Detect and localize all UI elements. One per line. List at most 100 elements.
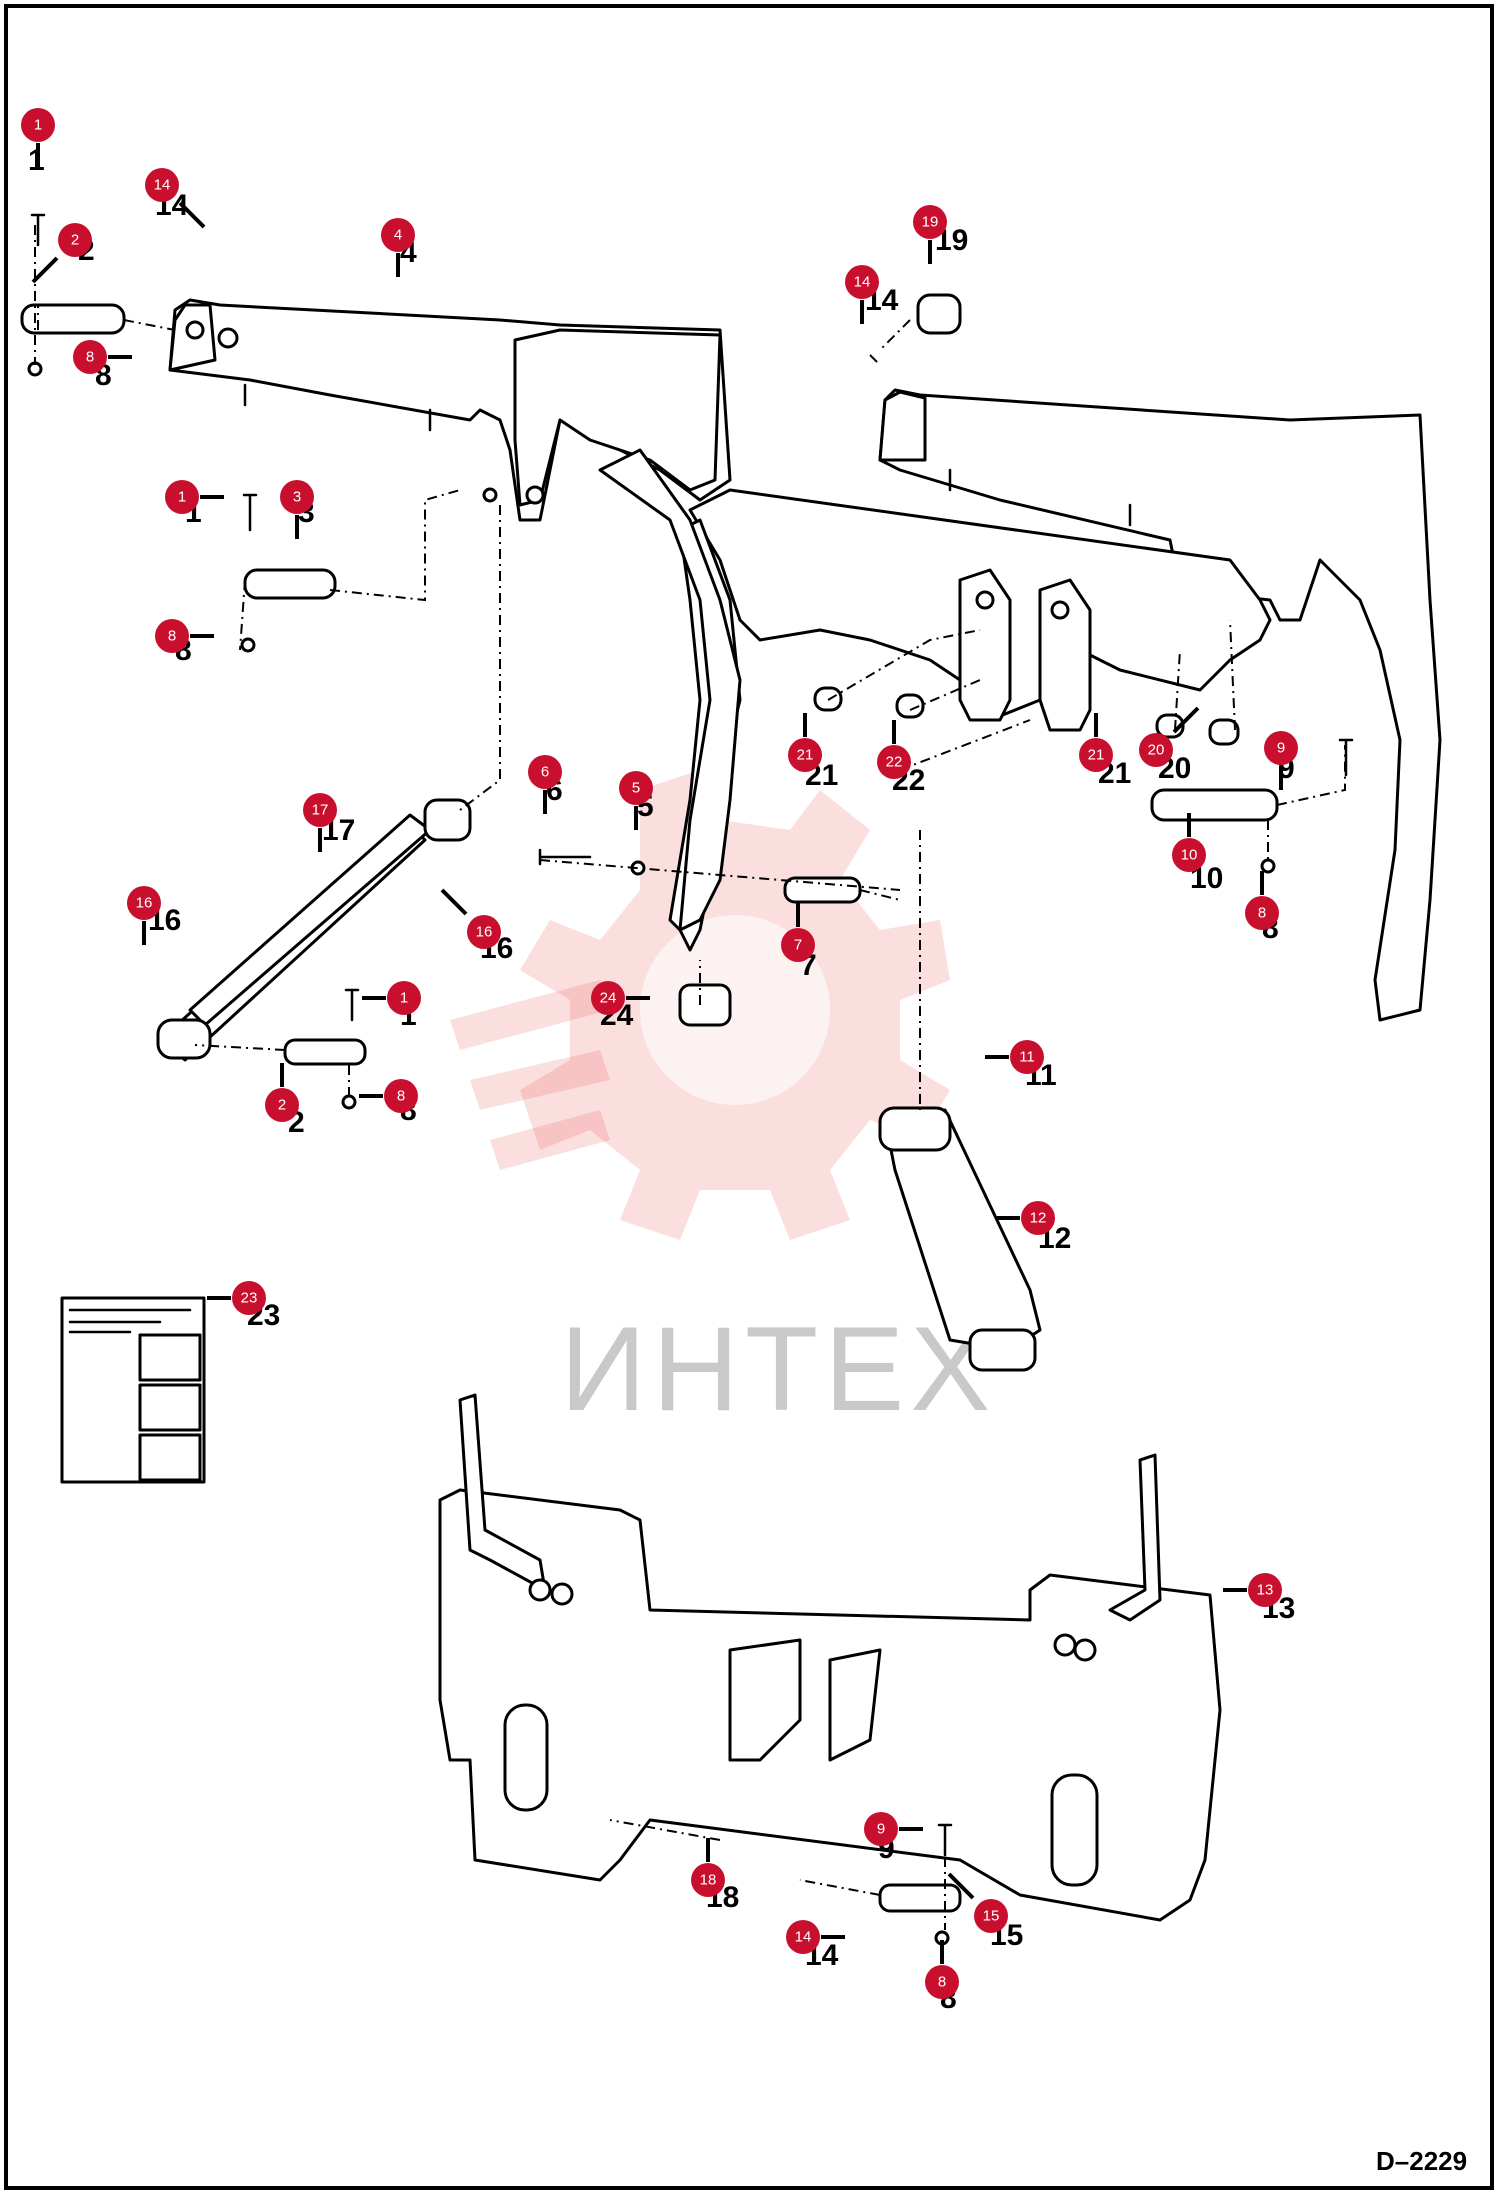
callout-circle[interactable] bbox=[467, 915, 501, 949]
callout-10[interactable]: 10 bbox=[1172, 838, 1206, 872]
callout-number: 8 bbox=[938, 1974, 946, 1991]
callout-number: 22 bbox=[886, 754, 903, 771]
callout-24[interactable]: 24 bbox=[591, 981, 625, 1015]
callout-number: 3 bbox=[293, 489, 301, 506]
callout-circle[interactable] bbox=[925, 1965, 959, 1999]
leader-line bbox=[178, 201, 206, 229]
callout-circle[interactable] bbox=[381, 218, 415, 252]
callout-17[interactable]: 17 bbox=[303, 793, 337, 827]
bob-tach-frame bbox=[438, 1393, 1222, 1946]
callout-11[interactable]: 11 bbox=[1010, 1040, 1044, 1074]
callout-circle[interactable] bbox=[155, 619, 189, 653]
callout-13[interactable]: 13 bbox=[1248, 1573, 1282, 1607]
leader-line bbox=[440, 888, 468, 916]
callout-number: 21 bbox=[1088, 747, 1105, 764]
watermark-text: ИНТЕХ bbox=[560, 1302, 996, 1436]
callout-circle[interactable] bbox=[165, 480, 199, 514]
drawing-number: D–2229 bbox=[1376, 2146, 1467, 2176]
callout-circle[interactable] bbox=[145, 168, 179, 202]
callout-8[interactable]: 8 bbox=[1245, 896, 1279, 930]
callout-circle[interactable] bbox=[528, 755, 562, 789]
callout-4[interactable]: 4 bbox=[381, 218, 415, 252]
callout-8[interactable]: 8 bbox=[155, 619, 189, 653]
callout-23[interactable]: 23 bbox=[232, 1281, 266, 1315]
leader-line bbox=[31, 256, 59, 284]
callout-circle[interactable] bbox=[387, 981, 421, 1015]
callout-2[interactable]: 2 bbox=[58, 223, 92, 257]
callout-number: 6 bbox=[541, 764, 549, 781]
callout-2[interactable]: 2 bbox=[265, 1088, 299, 1122]
callout-circle[interactable] bbox=[280, 480, 314, 514]
callout-5[interactable]: 5 bbox=[619, 771, 653, 805]
callout-circle[interactable] bbox=[1021, 1201, 1055, 1235]
callout-9[interactable]: 9 bbox=[864, 1812, 898, 1846]
callout-circle[interactable] bbox=[619, 771, 653, 805]
callout-circle[interactable] bbox=[1264, 731, 1298, 765]
callout-circle[interactable] bbox=[1172, 838, 1206, 872]
callout-16[interactable]: 16 bbox=[467, 915, 501, 949]
callout-circle[interactable] bbox=[1079, 738, 1113, 772]
callout-circle[interactable] bbox=[1010, 1040, 1044, 1074]
callout-number: 4 bbox=[394, 227, 402, 244]
callout-circle[interactable] bbox=[788, 738, 822, 772]
callout-number: 14 bbox=[795, 1929, 812, 1946]
drawing-frame bbox=[4, 4, 1494, 2190]
callout-number: 18 bbox=[700, 1872, 717, 1889]
callout-circle[interactable] bbox=[913, 205, 947, 239]
callout-circle[interactable] bbox=[877, 745, 911, 779]
bushings bbox=[813, 293, 1240, 746]
callout-9[interactable]: 9 bbox=[1264, 731, 1298, 765]
callout-circle[interactable] bbox=[232, 1281, 266, 1315]
leader-line bbox=[947, 1872, 975, 1900]
callout-circle[interactable] bbox=[864, 1812, 898, 1846]
callout-number: 8 bbox=[1258, 905, 1266, 922]
callout-16[interactable]: 16 bbox=[127, 886, 161, 920]
callout-14[interactable]: 14 bbox=[786, 1920, 820, 1954]
callout-14[interactable]: 14 bbox=[845, 265, 879, 299]
callout-circle[interactable] bbox=[781, 928, 815, 962]
callout-21[interactable]: 21 bbox=[788, 738, 822, 772]
callout-1[interactable]: 1 bbox=[21, 108, 55, 142]
callout-7[interactable]: 7 bbox=[781, 928, 815, 962]
callout-1[interactable]: 1 bbox=[165, 480, 199, 514]
callout-number: 20 bbox=[1148, 742, 1165, 759]
callout-3[interactable]: 3 bbox=[280, 480, 314, 514]
callout-circle[interactable] bbox=[1248, 1573, 1282, 1607]
callout-number: 16 bbox=[476, 924, 493, 941]
callout-circle[interactable] bbox=[1245, 896, 1279, 930]
callout-20[interactable]: 20 bbox=[1139, 733, 1173, 767]
callout-circle[interactable] bbox=[974, 1899, 1008, 1933]
callout-12[interactable]: 12 bbox=[1021, 1201, 1055, 1235]
callout-circle[interactable] bbox=[786, 1920, 820, 1954]
callout-22[interactable]: 22 bbox=[877, 745, 911, 779]
callout-1[interactable]: 1 bbox=[387, 981, 421, 1015]
callout-19[interactable]: 19 bbox=[913, 205, 947, 239]
callout-15[interactable]: 15 bbox=[974, 1899, 1008, 1933]
callout-circle[interactable] bbox=[265, 1088, 299, 1122]
callout-circle[interactable] bbox=[691, 1863, 725, 1897]
callout-circle[interactable] bbox=[21, 108, 55, 142]
callout-8[interactable]: 8 bbox=[384, 1079, 418, 1113]
callout-circle[interactable] bbox=[1139, 733, 1173, 767]
callout-8[interactable]: 8 bbox=[73, 340, 107, 374]
callout-circle[interactable] bbox=[384, 1079, 418, 1113]
callout-circle[interactable] bbox=[127, 886, 161, 920]
callout-number: 8 bbox=[86, 349, 94, 366]
callout-number: 10 bbox=[1181, 847, 1198, 864]
callout-6[interactable]: 6 bbox=[528, 755, 562, 789]
callout-circle[interactable] bbox=[73, 340, 107, 374]
callout-circle[interactable] bbox=[58, 223, 92, 257]
callout-circle[interactable] bbox=[303, 793, 337, 827]
callout-circle[interactable] bbox=[591, 981, 625, 1015]
callout-14[interactable]: 14 bbox=[145, 168, 179, 202]
callout-8[interactable]: 8 bbox=[925, 1965, 959, 1999]
callout-number: 9 bbox=[1277, 740, 1285, 757]
crossmember bbox=[598, 448, 1272, 952]
leader-line bbox=[1172, 706, 1200, 734]
callout-circle[interactable] bbox=[845, 265, 879, 299]
callout-number: 1 bbox=[34, 117, 42, 134]
callout-18[interactable]: 18 bbox=[691, 1863, 725, 1897]
callout-21[interactable]: 21 bbox=[1079, 738, 1113, 772]
